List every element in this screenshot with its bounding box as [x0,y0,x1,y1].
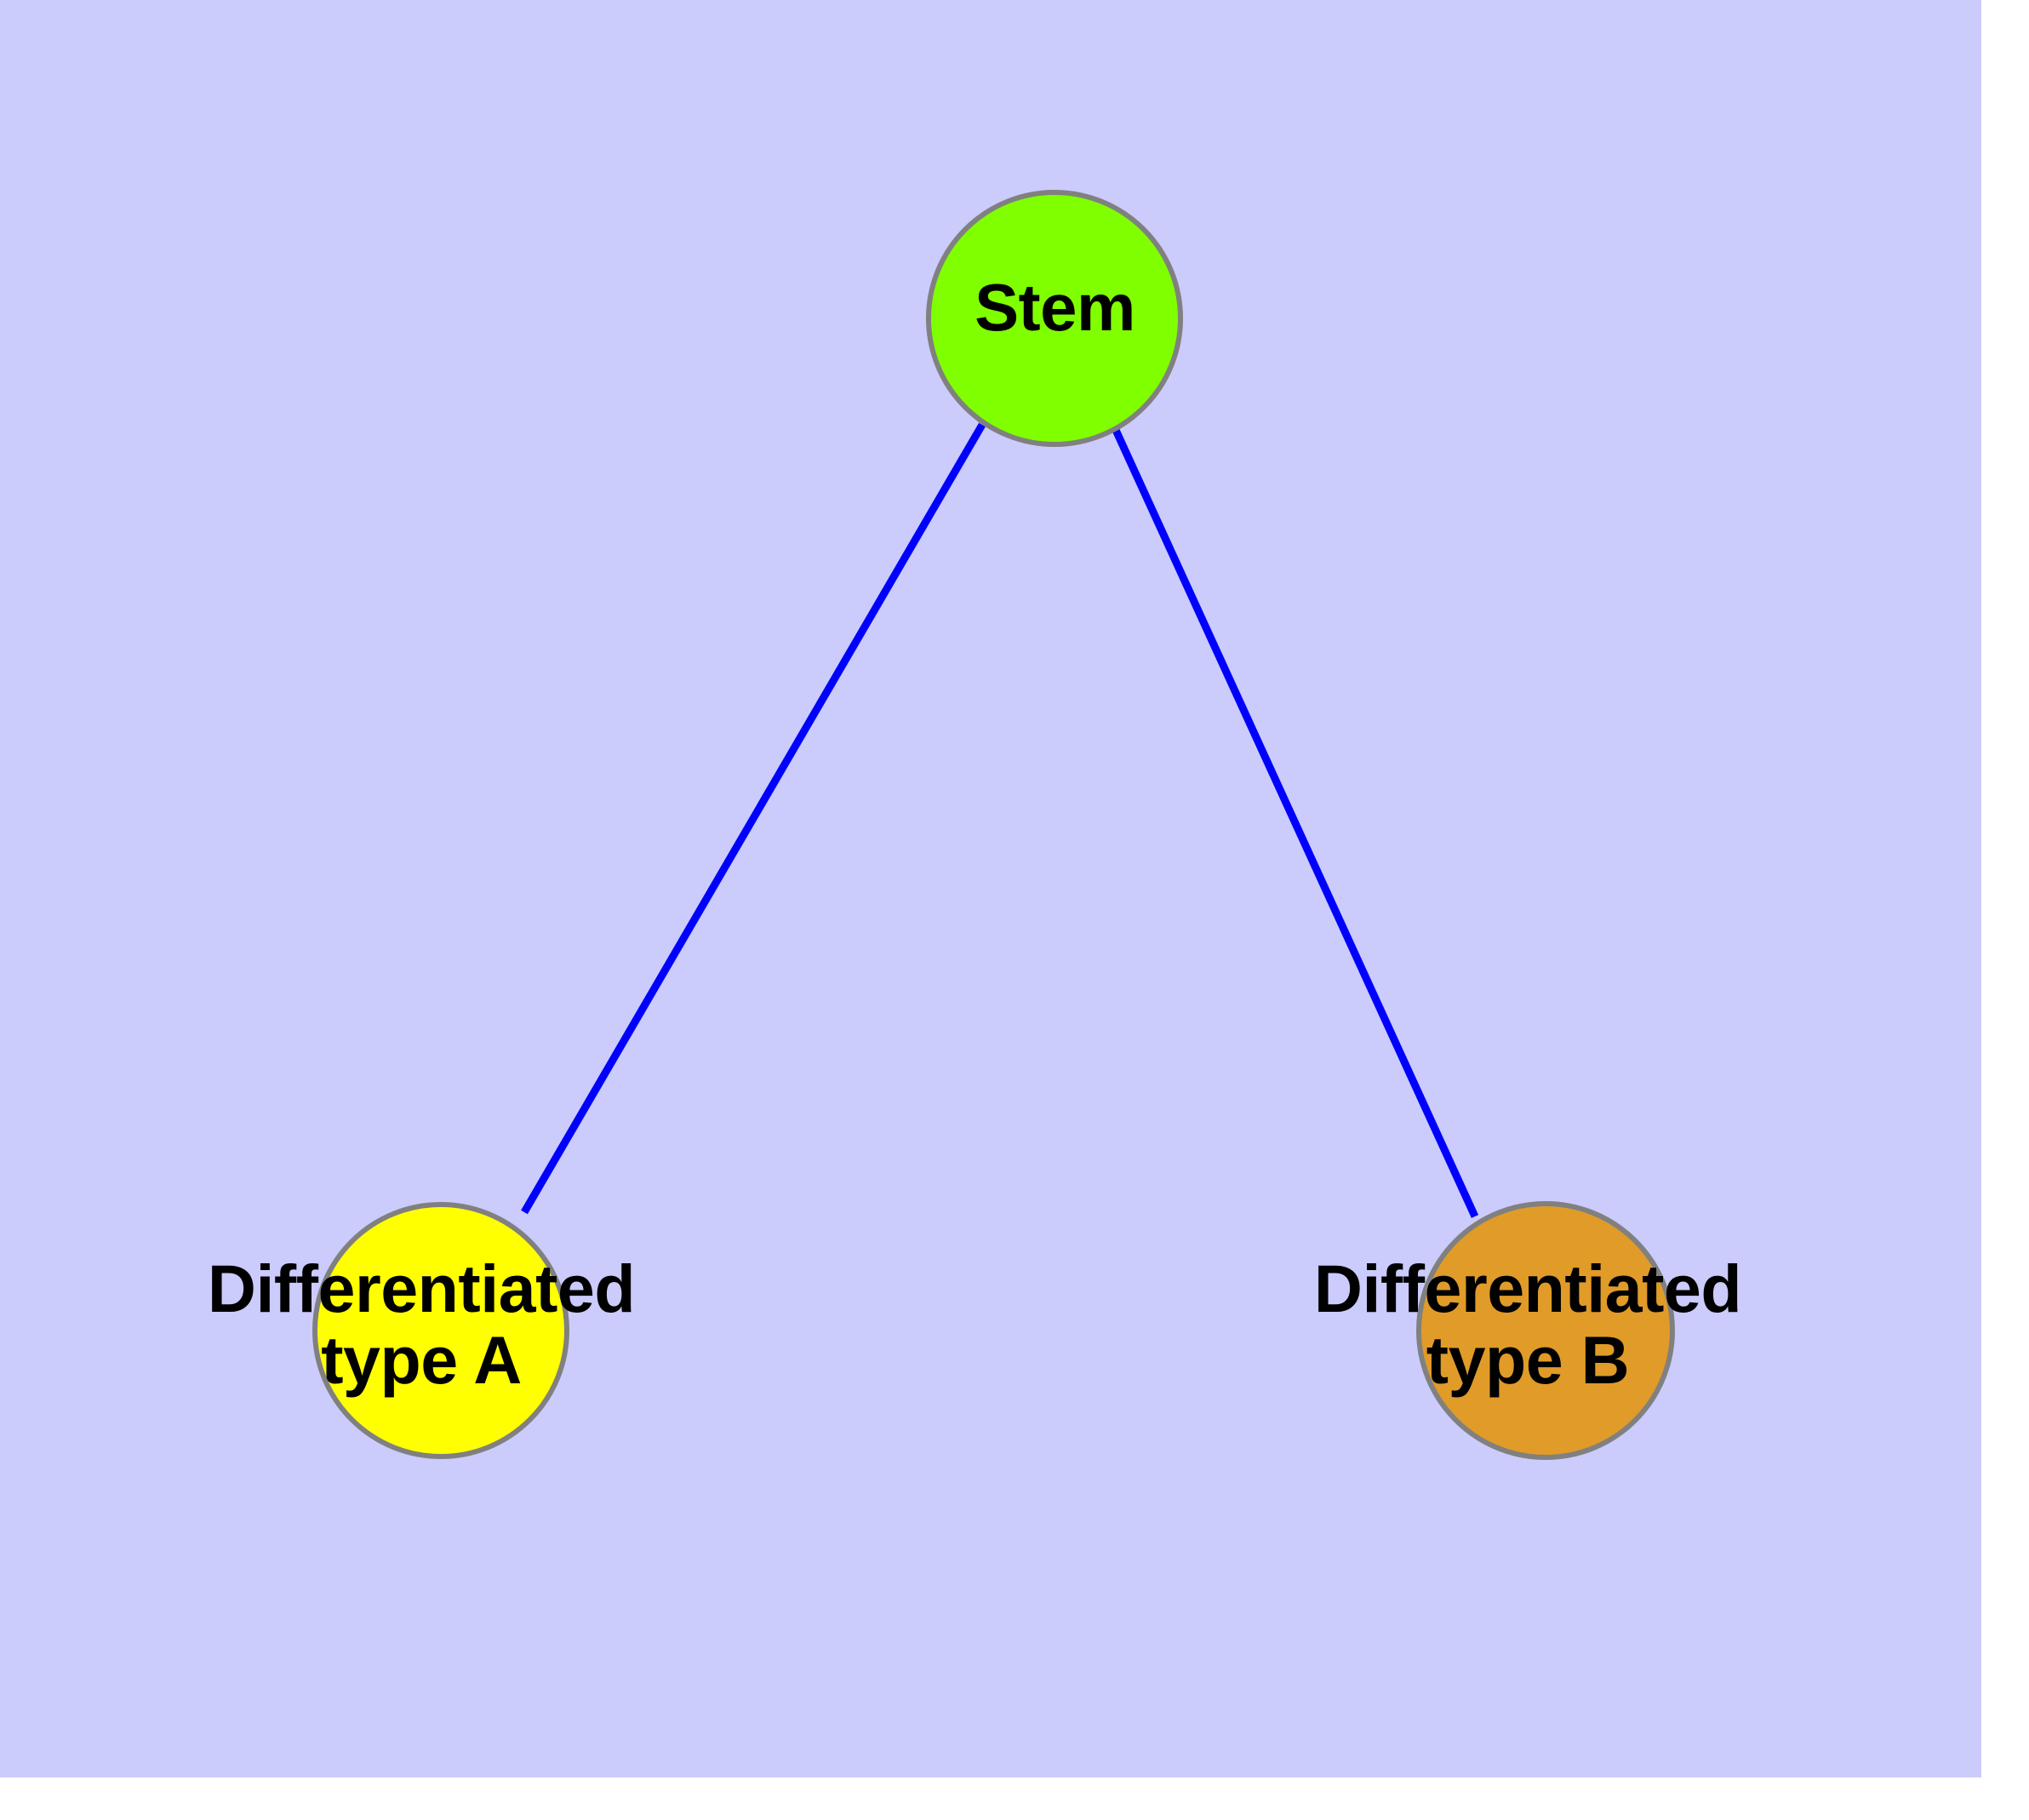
node-differentiated-type-a[interactable] [312,1202,569,1459]
node-differentiated-type-b[interactable] [1416,1201,1675,1460]
node-stem[interactable] [926,190,1183,447]
edge-stem-to-differentiated-a [521,422,986,1215]
edge-stem-to-differentiated-b [1111,426,1479,1218]
